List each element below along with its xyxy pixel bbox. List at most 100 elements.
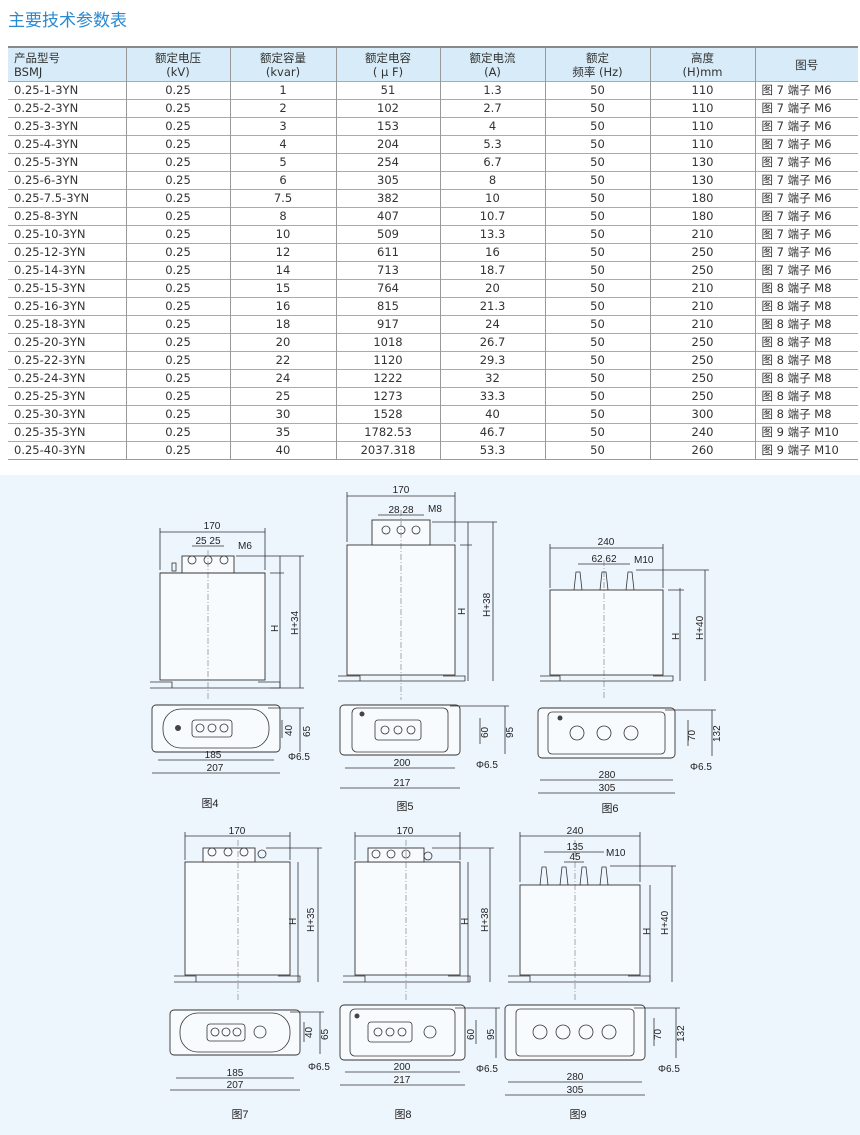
table-cell: 18.7 (439, 261, 545, 280)
table-cell: 25 (229, 387, 336, 406)
table-cell: 10 (439, 189, 545, 208)
table-cell: 130 (649, 153, 755, 172)
table-cell: 1 (229, 81, 336, 100)
table-cell: 35 (229, 423, 336, 442)
table-cell: 0.25-10-3YN (8, 225, 126, 244)
table-cell: 21.3 (439, 297, 545, 316)
table-cell: 0.25 (125, 243, 230, 262)
table-cell: 图 7 端子 M6 (754, 81, 858, 100)
table-cell: 0.25 (125, 405, 230, 424)
dimension-label: M10 (634, 555, 654, 566)
column-header: 额定频率 (Hz) (544, 47, 650, 82)
table-cell: 0.25-15-3YN (8, 279, 126, 298)
dimension-label: H+35 (306, 907, 317, 932)
page-title: 主要技术参数表 (8, 11, 127, 31)
table-cell: 图 9 端子 M10 (754, 441, 858, 460)
table-cell: 250 (649, 243, 755, 262)
table-cell: 40 (229, 441, 336, 460)
table-cell: 0.25 (125, 225, 230, 244)
dimension-label: 217 (394, 1075, 411, 1086)
table-cell: 0.25 (125, 351, 230, 370)
table-cell: 0.25 (125, 261, 230, 280)
table-cell: 24 (229, 369, 336, 388)
dimension-label: 60 (466, 1028, 477, 1040)
table-cell: 15 (229, 279, 336, 298)
dimension-label: 65 (320, 1028, 331, 1040)
column-header-line: (A) (484, 64, 501, 79)
dimension-label: 240 (567, 826, 584, 837)
dimension-label: 40 (304, 1026, 315, 1038)
dimension-label: 40 (284, 724, 295, 736)
table-cell: 22 (229, 351, 336, 370)
table-cell: 0.25-8-3YN (8, 207, 126, 226)
table-cell: 图 8 端子 M8 (754, 405, 858, 424)
table-cell: 20 (439, 279, 545, 298)
table-cell: 260 (649, 441, 755, 460)
table-cell: 0.25 (125, 297, 230, 316)
dimension-label: 70 (653, 1028, 664, 1040)
table-cell: 图 7 端子 M6 (754, 135, 858, 154)
table-cell: 0.25 (125, 441, 230, 460)
table-cell: 46.7 (439, 423, 545, 442)
table-cell: 210 (649, 297, 755, 316)
column-header: 额定容量(kvar) (229, 47, 336, 82)
column-header: 高度(H)mm (649, 47, 755, 82)
dimension-label: 28 28 (388, 505, 413, 516)
dimension-label: 132 (676, 1025, 687, 1042)
table-cell: 13.3 (439, 225, 545, 244)
column-header-line: (kvar) (265, 64, 301, 79)
dimension-label: H (457, 608, 468, 615)
dimension-label: 70 (687, 729, 698, 741)
table-cell: 50 (544, 261, 650, 280)
dimension-label: Φ6.5 (658, 1064, 680, 1075)
table-cell: 29.3 (439, 351, 545, 370)
dimension-label: 60 (480, 726, 491, 738)
table-cell: 917 (335, 315, 440, 334)
figure-9: 240 135 45 M10 H H+40 280 305 70 132 Φ6.… (504, 826, 687, 1121)
dimension-label: 95 (486, 1028, 497, 1040)
table-cell: 110 (649, 99, 755, 118)
dimension-label: H (288, 918, 299, 925)
table-cell: 0.25 (125, 279, 230, 298)
table-cell: 0.25 (125, 189, 230, 208)
table-cell: 0.25-40-3YN (8, 441, 126, 460)
table-cell: 0.25-16-3YN (8, 297, 126, 316)
table-cell: 20 (229, 333, 336, 352)
table-cell: 50 (544, 153, 650, 172)
dimension-label: Φ6.5 (476, 1064, 498, 1075)
table-cell: 611 (335, 243, 440, 262)
dimension-label: 305 (567, 1085, 584, 1096)
dimension-label: 132 (712, 725, 723, 742)
dimension-label: 170 (204, 521, 221, 532)
column-header-line: (H)mm (682, 64, 723, 79)
table-cell: 40 (439, 405, 545, 424)
dimension-label: H+40 (695, 615, 706, 640)
caption-fig7: 图7 (231, 1108, 248, 1121)
table-cell: 153 (335, 117, 440, 136)
table-cell: 10 (229, 225, 336, 244)
table-cell: 图 7 端子 M6 (754, 243, 858, 262)
table-cell: 250 (649, 351, 755, 370)
dimension-label: 207 (227, 1080, 244, 1091)
table-cell: 8 (439, 171, 545, 190)
table-cell: 1528 (335, 405, 440, 424)
dimension-label: M6 (238, 541, 252, 552)
dimension-label: 280 (599, 770, 616, 781)
column-header-line: 产品型号 (14, 50, 60, 65)
table-cell: 305 (335, 171, 440, 190)
table-cell: 12 (229, 243, 336, 262)
table-cell: 6.7 (439, 153, 545, 172)
caption-fig9: 图9 (569, 1108, 586, 1121)
table-cell: 图 8 端子 M8 (754, 351, 858, 370)
table-cell: 50 (544, 369, 650, 388)
table-cell: 图 8 端子 M8 (754, 279, 858, 298)
table-cell: 110 (649, 135, 755, 154)
table-cell: 713 (335, 261, 440, 280)
